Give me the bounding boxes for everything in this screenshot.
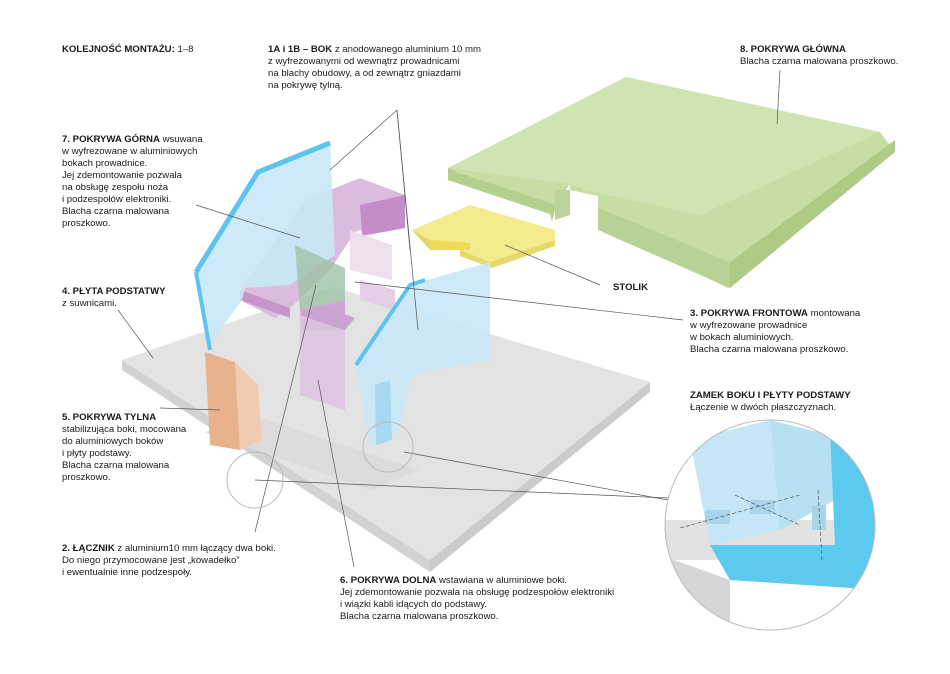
label-bottom-cover: 6. POKRYWA DOLNA wstawiana w aluminiowe … <box>340 575 615 622</box>
label-lock-detail: ZAMEK BOKU I PŁYTY PODSTAWY Łączenie w d… <box>690 390 851 413</box>
label-top-cover: 7. POKRYWA GÓRNA wsuwana w wyfrezowane w… <box>62 134 203 229</box>
lock-detail-zoom <box>664 419 876 631</box>
label-connector: 2. ŁĄCZNIK z aluminium10 mm łączący dwa … <box>62 543 276 578</box>
label-base-plate: 4. PŁYTA PODSTATWY z suwnicami. <box>62 286 166 309</box>
label-front-cover: 3. POKRYWA FRONTOWA montowana w wyfrezow… <box>690 308 861 355</box>
label-side-1a-1b: 1A i 1B – BOK z anodowanego aluminium 10… <box>268 44 481 91</box>
side-panel-1a <box>193 140 335 351</box>
rear-cover <box>205 352 262 450</box>
leader-lines <box>117 69 781 568</box>
label-main-cover: 8. POKRYWA GŁÓWNA Blacha czarna malowana… <box>740 44 899 67</box>
main-cover <box>448 77 895 288</box>
table <box>412 205 555 268</box>
label-table: STOLIK <box>613 282 649 293</box>
assembly-order-header: KOLEJNOŚĆ MONTAŻU: 1–8 <box>62 44 194 55</box>
bottom-cover <box>300 305 355 410</box>
side-panel-1b <box>354 262 490 445</box>
detail-circles <box>226 421 414 509</box>
label-rear-cover: 5. POKRYWA TYLNA stabilizująca boki, moc… <box>62 412 187 483</box>
